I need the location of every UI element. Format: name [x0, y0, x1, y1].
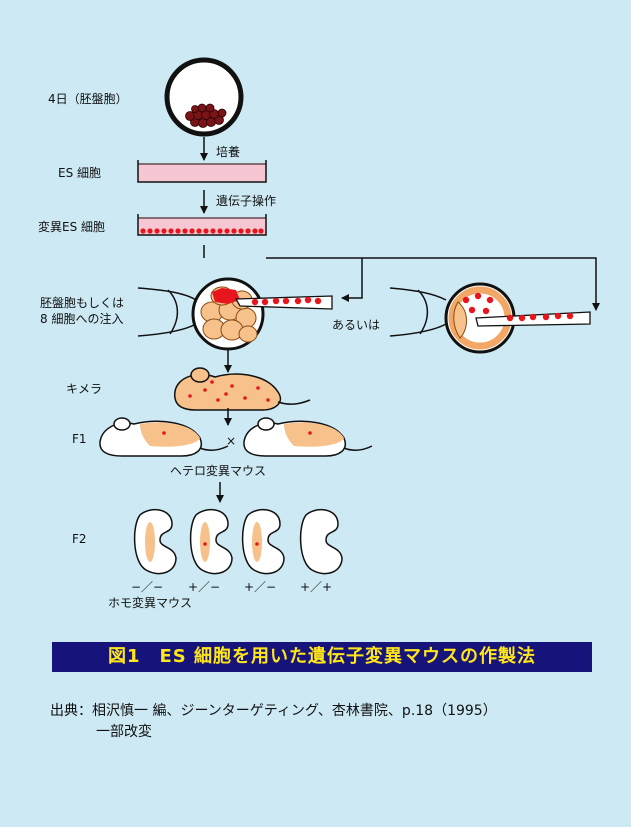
source-citation: 出典：相沢慎一 編、ジーンターゲティング、杏林書院、p.18（1995）: [50, 703, 497, 719]
f2-embryo-1: [133, 508, 177, 575]
label-chimera: キメラ: [66, 382, 103, 396]
label-f2: F2: [72, 532, 87, 546]
genotype-1: −／−: [131, 580, 164, 594]
blastocyst-injection: [389, 282, 591, 354]
label-mutant-es-cells: 変異ES 細胞: [38, 220, 106, 234]
label-blastocyst-day: 4日（胚盤胞）: [48, 92, 128, 106]
label-hetero: ヘテロ変異マウス: [170, 464, 267, 478]
label-injection-2: 8 細胞への注入: [40, 312, 124, 326]
label-homo: ホモ変異マウス: [108, 596, 193, 610]
eight-cell-injection: [137, 277, 333, 351]
f2-embryo-4: [299, 508, 343, 575]
label-or: あるいは: [332, 318, 381, 332]
f2-embryo-2: [189, 508, 233, 575]
label-injection-1: 胚盤胞もしくは: [40, 296, 125, 310]
f1-mouse-right: [243, 417, 373, 457]
figure-title: 図1 ES 細胞を用いた遺伝子変異マウスの作製法: [52, 642, 592, 672]
blastocyst: [164, 57, 244, 137]
inner-cell-mass: [185, 103, 227, 128]
label-gene-manipulation: 遺伝子操作: [216, 194, 277, 208]
source-note: 一部改変: [96, 724, 152, 740]
label-f1: F1: [72, 432, 87, 446]
f1-mouse-left: [99, 417, 229, 457]
es-dish: [137, 160, 267, 183]
label-cross: ×: [226, 434, 237, 448]
label-es-cells: ES 細胞: [58, 166, 102, 180]
f2-embryo-3: [241, 508, 285, 575]
genotype-4: +／+: [300, 580, 333, 594]
chimera-mouse: [174, 367, 311, 411]
genotype-3: +／−: [244, 580, 277, 594]
genotype-2: +／−: [188, 580, 221, 594]
mutant-es-dish: [137, 214, 267, 236]
branch-arrows: [266, 257, 600, 311]
label-culture: 培養: [216, 145, 241, 159]
